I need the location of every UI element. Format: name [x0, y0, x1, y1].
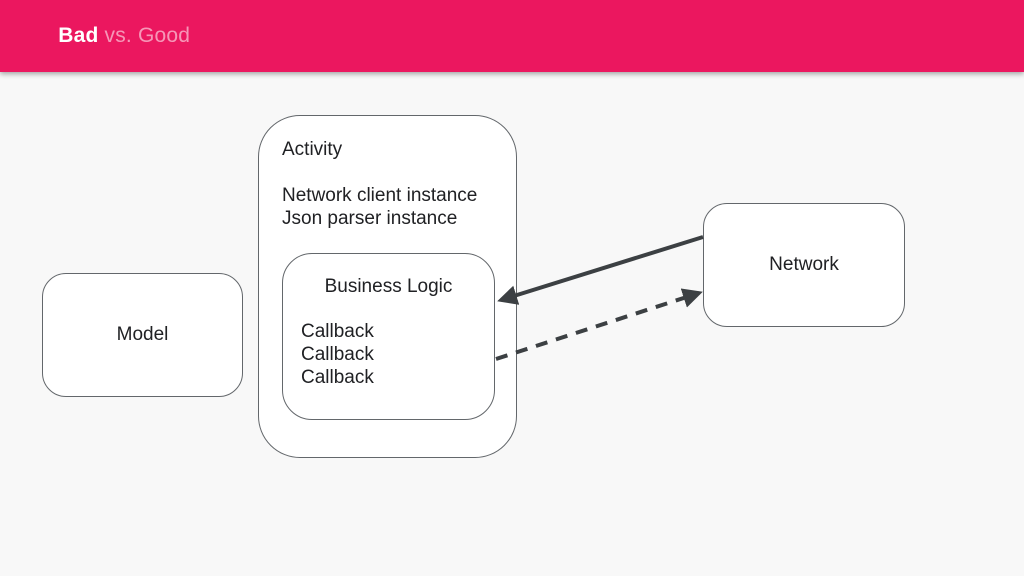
activity-box: Activity Network client instance Json pa… [258, 115, 517, 458]
business-logic-label: Business Logic [324, 276, 453, 297]
model-box: Model [42, 273, 243, 397]
slide-title-rest: vs. Good [98, 24, 191, 47]
activity-content: Activity Network client instance Json pa… [259, 116, 516, 230]
arrow-network-to-business-logic [497, 235, 704, 305]
activity-line: Json parser instance [282, 208, 458, 229]
spacer [282, 161, 516, 184]
business-logic-items: Callback Callback Callback [283, 320, 494, 389]
network-box: Network [703, 203, 905, 327]
network-label: Network [769, 254, 839, 275]
arrow-business-logic-to-network-dashed [495, 288, 703, 361]
activity-label: Activity [282, 139, 343, 160]
callback-item: Callback [301, 344, 374, 365]
slide-title-bold: Bad [58, 24, 99, 47]
slide-title: Bad vs. Good [22, 0, 190, 72]
business-logic-box: Business Logic Callback Callback Callbac… [282, 253, 495, 420]
callback-item: Callback [301, 321, 374, 342]
callback-item: Callback [301, 367, 374, 388]
activity-line: Network client instance [282, 185, 478, 206]
slide-header: Bad vs. Good [0, 0, 1024, 72]
model-label: Model [116, 324, 169, 345]
